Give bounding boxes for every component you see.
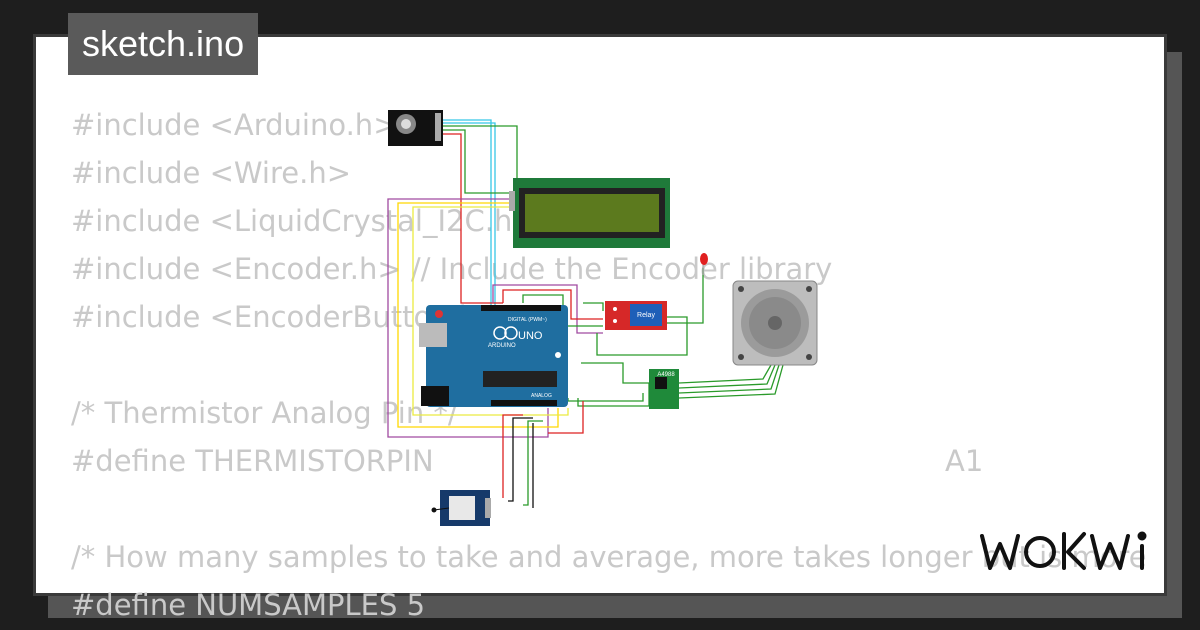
stepper-motor[interactable] bbox=[732, 280, 818, 366]
temperature-sensor[interactable] bbox=[431, 490, 492, 526]
arduino-analog-label: ANALOG bbox=[531, 393, 552, 399]
code-line: #include <LiquidCrystal_I2C.h> bbox=[71, 204, 537, 238]
code-line: #define THERMISTORPIN A1 bbox=[71, 437, 1147, 485]
led[interactable] bbox=[700, 253, 708, 275]
rotary-encoder[interactable] bbox=[388, 110, 443, 146]
driver-label: A4988 bbox=[657, 372, 675, 378]
define-value: A1 bbox=[945, 444, 984, 478]
code-line: #include <Wire.h> bbox=[71, 156, 352, 190]
arduino-header-label: DIGITAL (PWM~) bbox=[508, 317, 547, 323]
preview-card[interactable]: #include <Arduino.h> #include <Wire.h> #in… bbox=[33, 34, 1170, 622]
relay-label: Relay bbox=[637, 312, 655, 319]
relay-module[interactable]: Relay bbox=[605, 301, 667, 330]
arduino-model: UNO bbox=[518, 330, 543, 342]
circuit-diagram[interactable]: Relay A4988 bbox=[36, 37, 1170, 599]
lcd-display[interactable] bbox=[509, 178, 670, 248]
code-line: #include <Encoder.h> // Include the Enco… bbox=[71, 252, 833, 286]
code-preview: #include <Arduino.h> #include <Wire.h> #in… bbox=[71, 101, 1147, 629]
code-line: #define NUMSAMPLES 5 bbox=[71, 588, 426, 622]
arduino-uno[interactable]: DIGITAL (PWM~) UNO ARDUINO ANALOG bbox=[419, 305, 568, 407]
stepper-driver[interactable]: A4988 bbox=[649, 369, 679, 409]
file-title: sketch.ino bbox=[68, 13, 259, 75]
wires bbox=[387, 119, 784, 508]
code-line: #include <Arduino.h> bbox=[71, 108, 398, 142]
define-name: #define THERMISTORPIN bbox=[71, 444, 434, 478]
wokwi-logo bbox=[980, 531, 1147, 570]
arduino-brand: ARDUINO bbox=[488, 343, 516, 349]
